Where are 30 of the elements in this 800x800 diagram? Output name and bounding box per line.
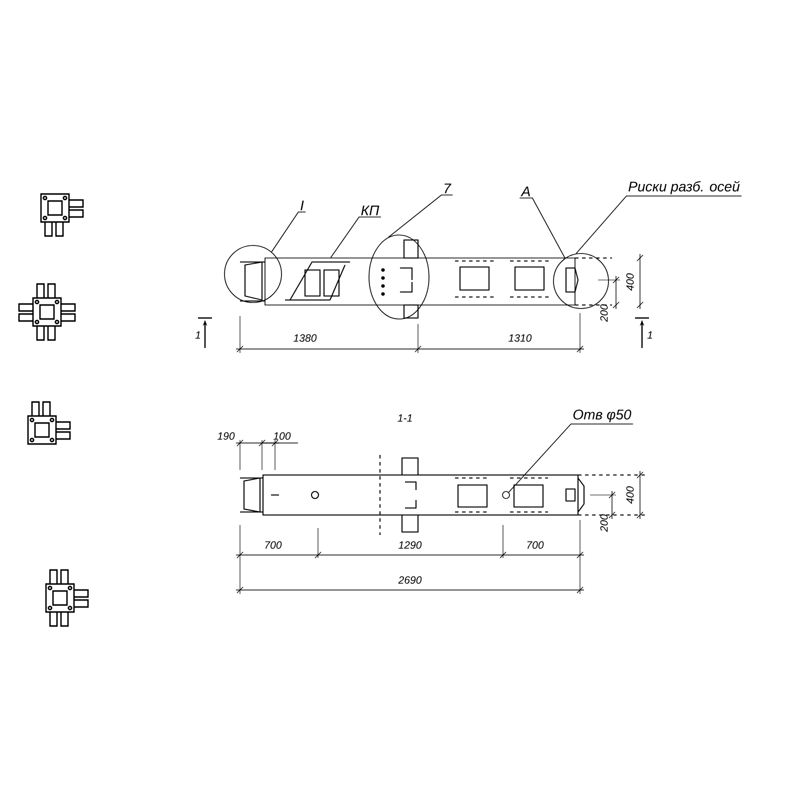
leader-line [330, 216, 382, 258]
leader-text: КП [361, 206, 380, 216]
hole-circle [502, 491, 510, 499]
dimension-text: 2690 [398, 576, 422, 584]
dimension-text: 1290 [398, 541, 422, 549]
leader-text: Отв φ50 [573, 410, 632, 422]
section-title: 1-1 [398, 414, 412, 422]
leader-line [271, 212, 306, 252]
section-number: 1 [647, 331, 652, 339]
dimension-text: 400 [626, 273, 634, 291]
leader-line [388, 194, 454, 238]
dimension-text: 1310 [508, 334, 532, 342]
dimension-text: 200 [600, 514, 608, 532]
leader-line [576, 196, 742, 254]
leader-text: Риски разб. осей [628, 180, 740, 194]
leader-text: 7 [444, 184, 452, 194]
beam-outline [264, 258, 576, 306]
leader-line [508, 424, 634, 493]
dimension-text: 100 [273, 432, 291, 440]
detail-circle [224, 245, 282, 303]
detail-ellipse [368, 234, 430, 320]
dimension-text: 1380 [294, 334, 317, 342]
dimension-text: 700 [265, 541, 282, 549]
dimension-text: 190 [217, 432, 235, 440]
leader-text: А [520, 186, 530, 196]
dimension-text: 700 [527, 541, 544, 549]
leader-line [519, 198, 566, 259]
leader-text: I [300, 200, 304, 210]
section-number: 1 [195, 331, 200, 339]
dimension-text: 400 [626, 486, 634, 504]
